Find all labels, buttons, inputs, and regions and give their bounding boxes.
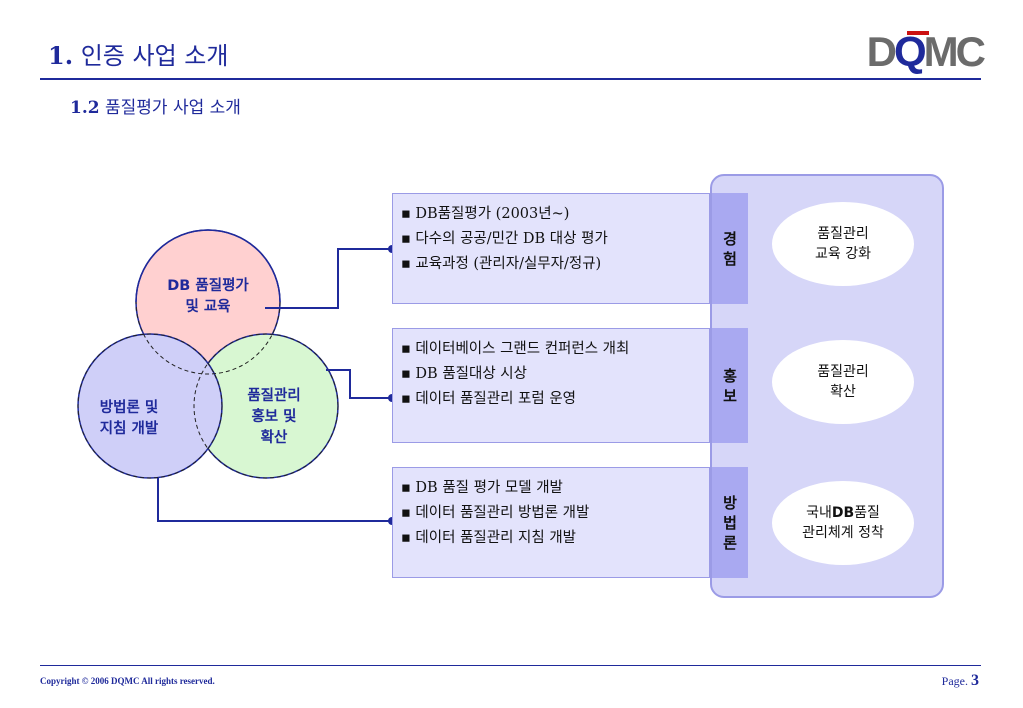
connector-top (265, 248, 392, 309)
connector-middle (326, 369, 392, 399)
copyright: Copyright © 2006 DQMC All rights reserve… (40, 676, 215, 686)
goal-system: 국내DB품질 관리체계 정착 (772, 481, 914, 565)
connector-bottom (157, 478, 392, 522)
header-divider (40, 78, 981, 80)
experience-box: ▪ DB품질평가 (2003년~) ▪ 다수의 공공/민간 DB 대상 평가 ▪… (392, 193, 710, 304)
methodology-box: ▪ DB 품질 평가 모델 개발 ▪ 데이터 품질관리 방법론 개발 ▪ 데이터… (392, 467, 710, 578)
page-title: 1. 인증 사업 소개 (48, 41, 229, 70)
footer-divider (40, 665, 981, 666)
section-subtitle: 1.2 품질평가 사업 소개 (70, 98, 241, 118)
dqmc-logo: DQMC (866, 28, 986, 75)
page-number: Page. 3 (941, 672, 979, 689)
promotion-box: ▪ 데이터베이스 그랜드 컨퍼런스 개최 ▪ DB 품질대상 시상 ▪ 데이터 … (392, 328, 710, 443)
